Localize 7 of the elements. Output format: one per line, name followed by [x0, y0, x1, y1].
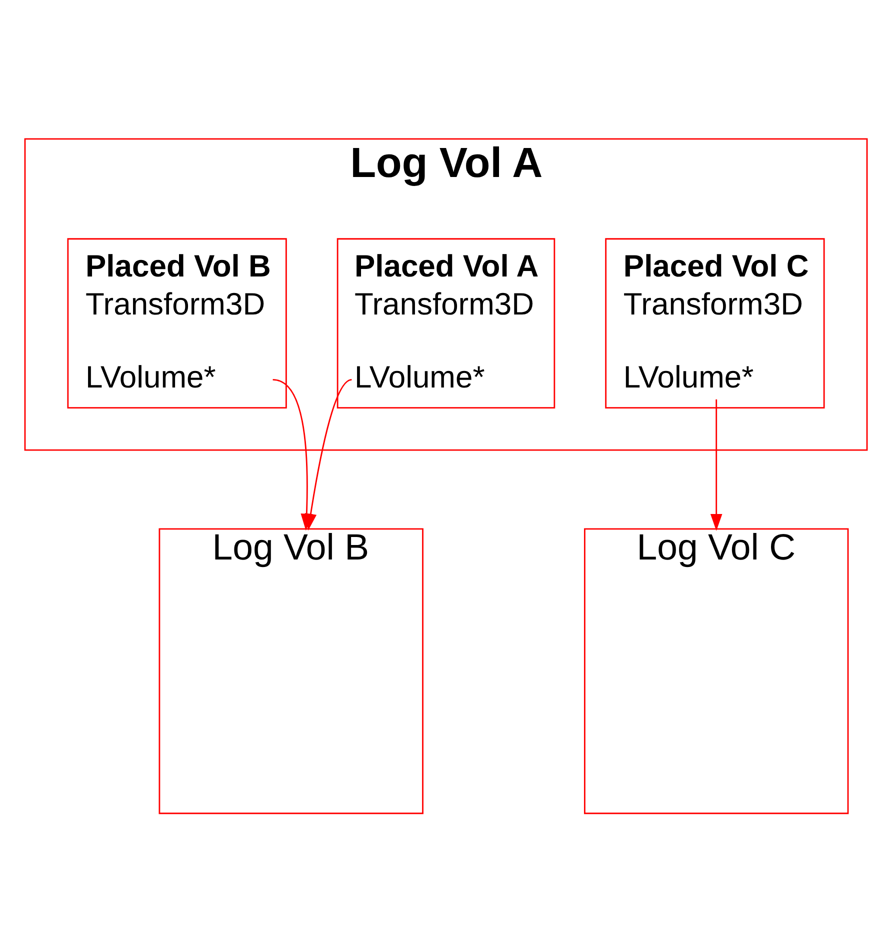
node-box: Log Vol C [584, 528, 849, 814]
node-box: Placed Vol B Transform3D LVolume* [67, 238, 287, 408]
node-box: Log Vol B [158, 528, 424, 814]
node-box: Placed Vol C Transform3D LVolume* [605, 238, 825, 408]
node-box: Placed Vol A Transform3D LVolume* [336, 238, 556, 408]
arrow [710, 398, 722, 530]
arrow [272, 378, 313, 530]
